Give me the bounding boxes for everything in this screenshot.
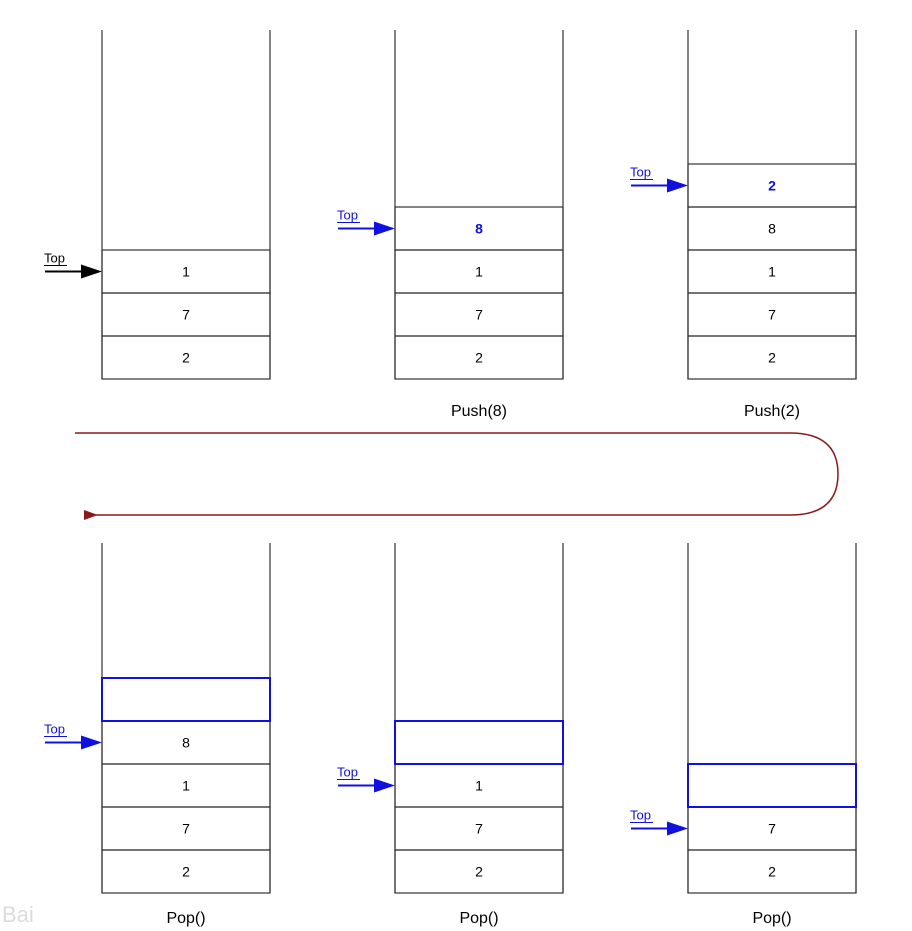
stack-cell-value: 2 [475,864,483,880]
top-pointer-arrowhead [374,778,395,793]
top-pointer-arrowhead [81,264,102,279]
stack-cell-value: 8 [768,221,776,237]
top-pointer: Top [44,251,102,279]
stack-cell-value: 2 [182,864,190,880]
stack-cell-value: 2 [182,350,190,366]
watermark-text: Bai [2,902,34,927]
top-pointer-label: Top [44,251,65,266]
stack-caption: Pop() [166,910,205,927]
stack-cell-value: 8 [182,735,190,751]
top-pointer-label: Top [630,165,651,180]
top-pointer: Top [630,165,688,193]
stack-cell-value: 2 [768,864,776,880]
stack-cell-value: 2 [768,178,776,194]
top-pointer: Top [337,765,395,793]
stack-cell-value: 8 [475,221,483,237]
stack-cell-removed [101,677,271,722]
top-pointer-label: Top [44,722,65,737]
top-pointer-arrowhead [667,821,688,836]
stack-cell-value: 7 [475,307,483,323]
stack-cell-value: 7 [182,307,190,323]
top-pointer-label: Top [337,208,358,223]
top-pointer: Top [337,208,395,236]
top-pointer-arrowhead [667,178,688,193]
stack-cell-value: 1 [768,264,776,280]
top-pointer-label: Top [337,765,358,780]
stack-cell-value: 1 [182,778,190,794]
top-pointer-label: Top [630,808,651,823]
stack-cell-value: 7 [182,821,190,837]
stack-cell-value: 1 [475,264,483,280]
stack-cell-value: 2 [768,350,776,366]
stacks-layer: 271Top2718Push(8)Top27182Push(2)Top2718P… [44,30,857,927]
stack-cell-removed [394,720,564,765]
stack-cell-value: 2 [475,350,483,366]
stack-cell-value: 7 [768,307,776,323]
stack-caption: Push(8) [451,403,507,420]
stack-caption: Pop() [752,910,791,927]
top-pointer-arrowhead [81,735,102,750]
stack-cell-value: 7 [475,821,483,837]
top-pointer-arrowhead [374,221,395,236]
watermark: Bai [2,902,34,927]
stack-cell-removed [687,763,857,808]
flow-loop-arrow [75,432,839,520]
stack-cell-value: 1 [475,778,483,794]
stack-cell-value: 1 [182,264,190,280]
stack-1: 2 7 1 Top [44,30,271,380]
stack-cell-value: 7 [768,821,776,837]
top-pointer: Top [630,808,688,836]
stack-caption: Push(2) [744,403,800,420]
stack-caption: Pop() [459,910,498,927]
top-pointer: Top [44,722,102,750]
